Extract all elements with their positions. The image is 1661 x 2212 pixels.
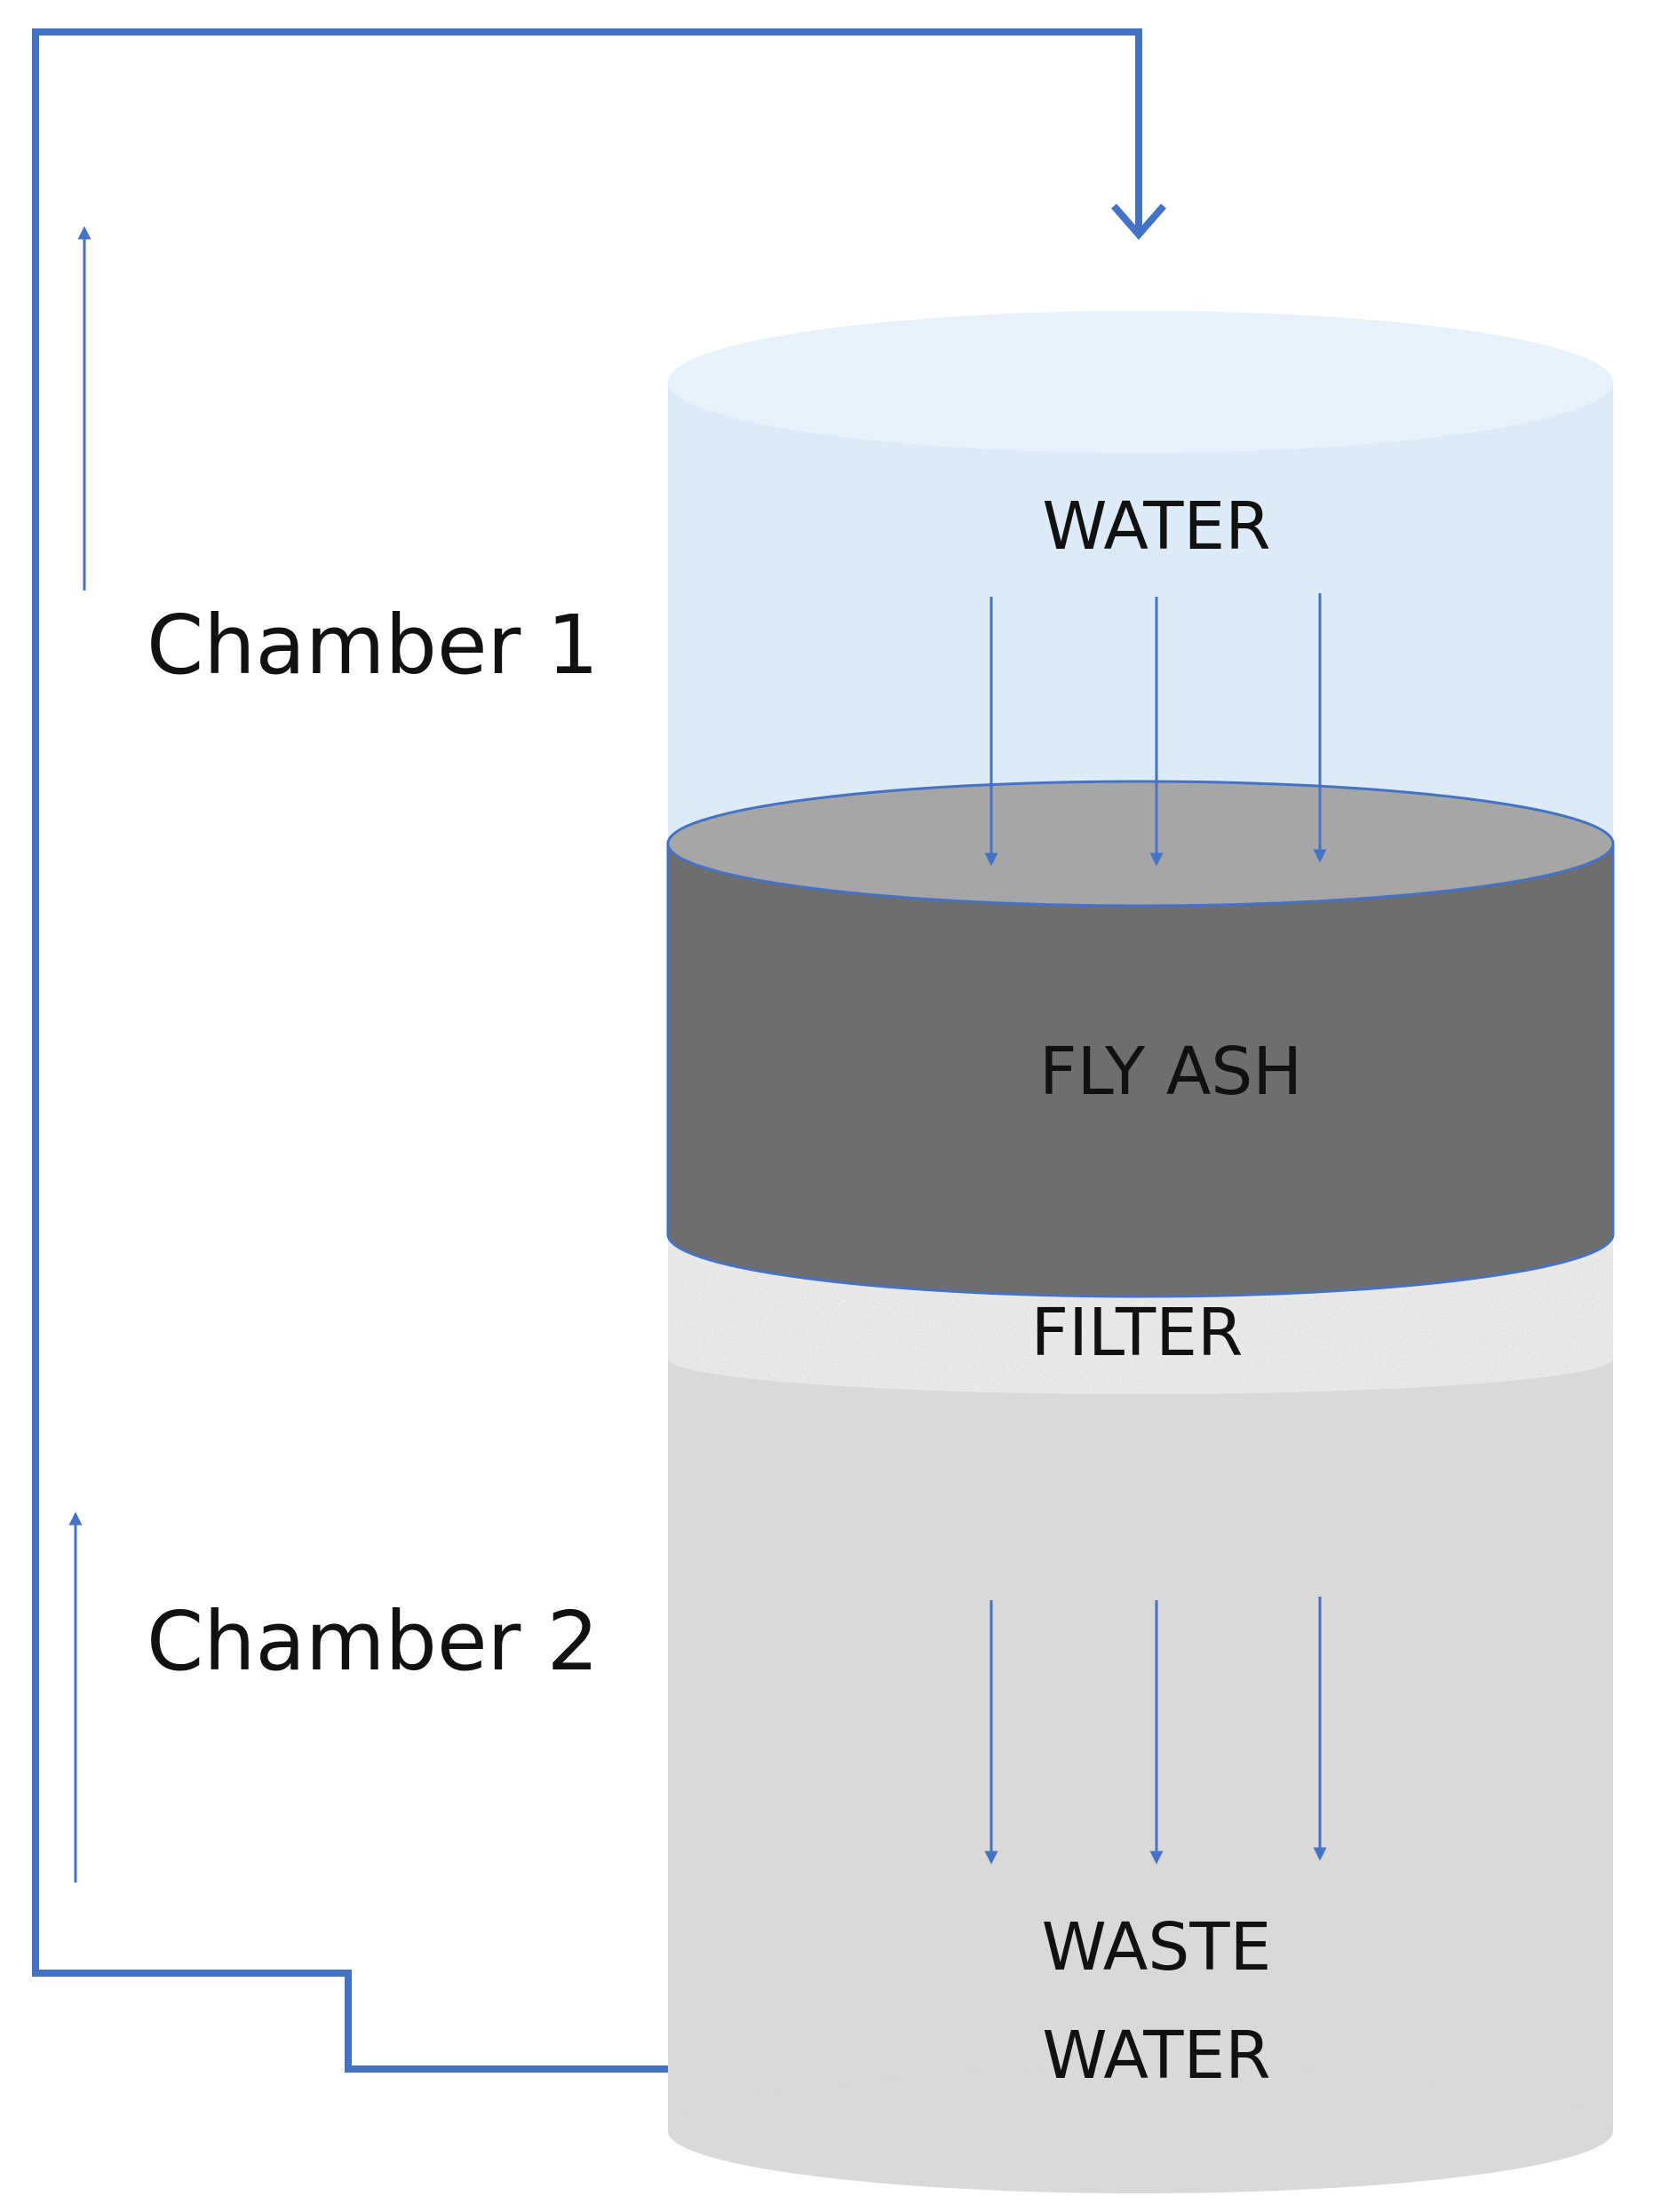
pipe-inlet-arrowhead xyxy=(1110,203,1167,241)
chamber-2-label: Chamber 2 xyxy=(147,1594,599,1689)
chamber-1-label: Chamber 1 xyxy=(147,598,599,693)
waste-water-label-line1: WASTE xyxy=(1042,1909,1272,1986)
water-chamber xyxy=(668,311,1613,844)
fly-ash-label: FLY ASH xyxy=(1039,1034,1302,1110)
waste-water-chamber xyxy=(668,1359,1613,2193)
filter-label: FILTER xyxy=(1031,1295,1244,1371)
waste-water-label-line2: WATER xyxy=(1042,2018,1270,2094)
fly-ash-layer xyxy=(666,780,1615,1298)
recirculation-pipe xyxy=(32,28,1142,2073)
water-label: WATER xyxy=(1042,488,1270,565)
